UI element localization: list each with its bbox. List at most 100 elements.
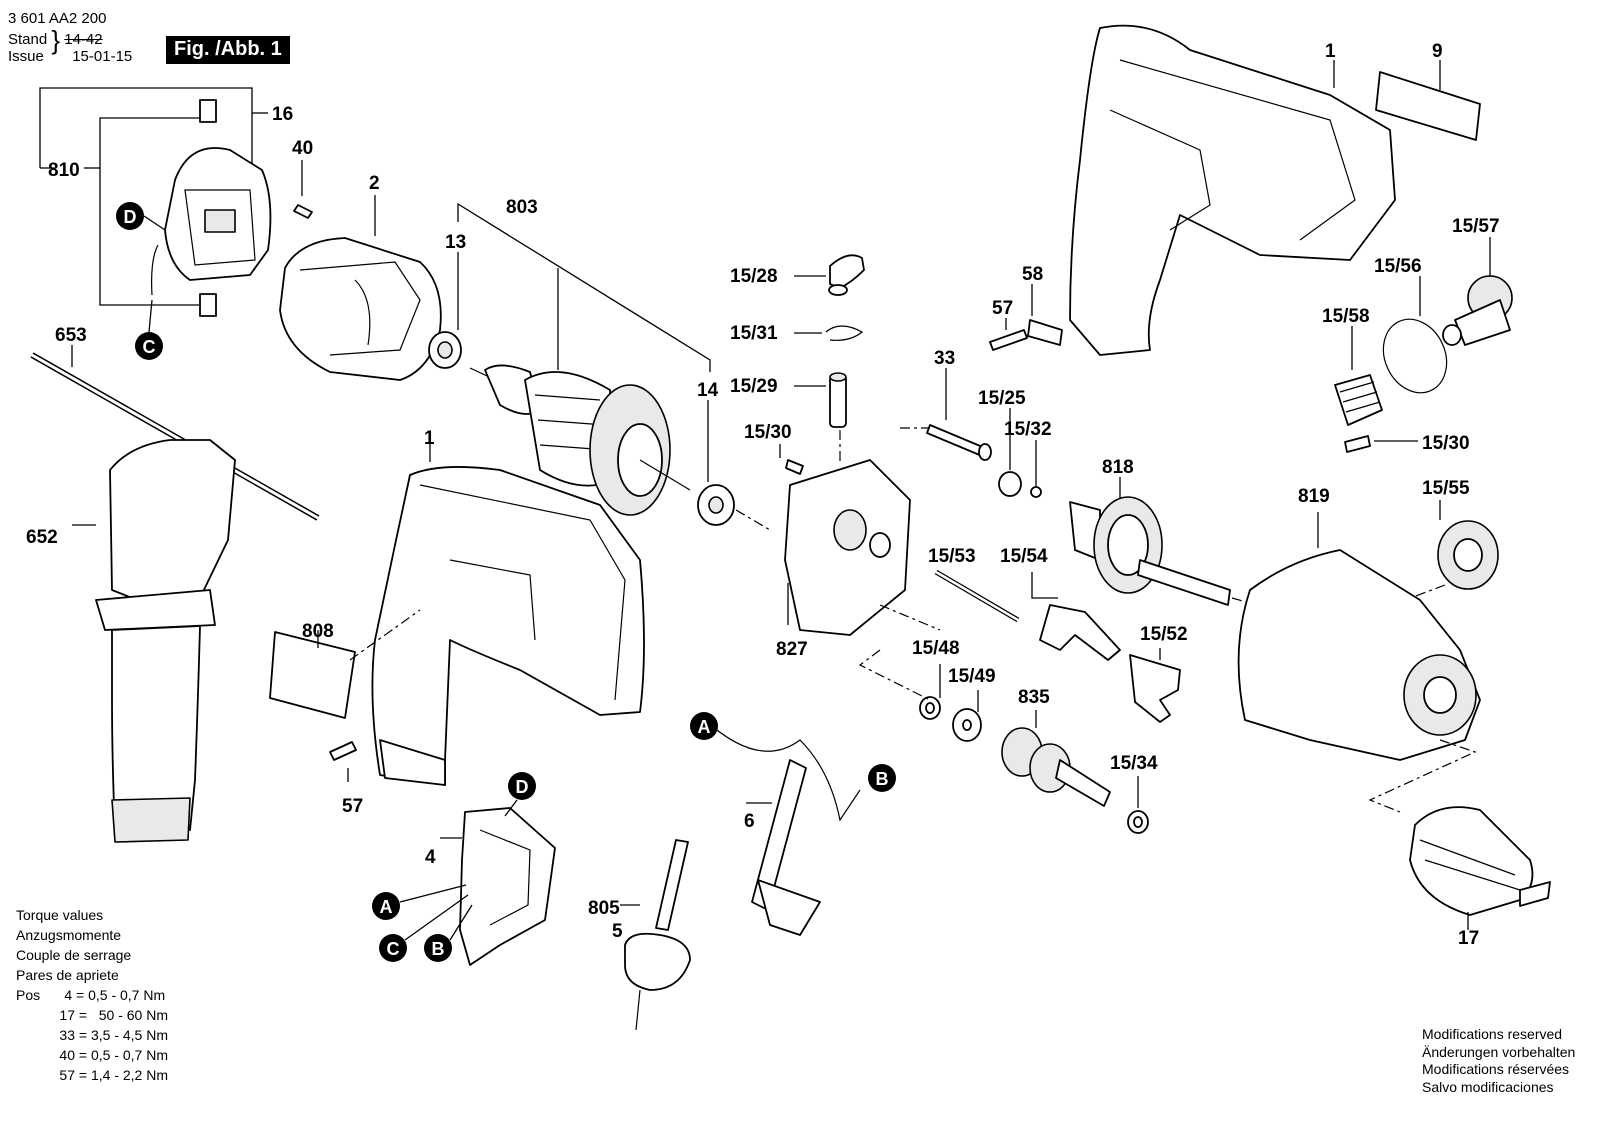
label-827: 827 [776,639,808,660]
screw-40 [293,160,313,219]
marker-c-switch-text: C [387,939,400,959]
marker-d-top: D [116,202,166,231]
screw-57-bottom [329,741,357,782]
label-808 [269,609,421,719]
label-15-29: 15/29 [730,376,778,397]
marker-c-top-text: C [143,337,156,357]
label-835: 835 [1018,687,1050,708]
o-ring-15-56 [1382,276,1448,394]
label-9: 9 [1432,41,1443,62]
bearing-13 [428,252,462,369]
label-653: 653 [55,325,87,346]
modifications-fr: Modifications réservées [1422,1061,1570,1077]
lever-58 [1027,284,1063,346]
label-9 [1375,60,1481,141]
cable-6 [704,719,861,936]
washer-15-49 [952,690,982,742]
issue-label: Issue [8,48,44,65]
label-2: 2 [369,173,380,194]
spindle-835 [1001,710,1111,807]
spring-15-52 [1129,648,1181,723]
bearing-15-55 [1404,500,1499,601]
label-5: 5 [612,921,623,942]
torque-value: 0,5 - 0,7 Nm [90,1047,168,1063]
label-17: 17 [1458,928,1479,949]
torque-pos: 40 [59,1047,75,1063]
label-15-58: 15/58 [1322,306,1370,327]
plate-15-54 [1031,572,1121,661]
label-15-32: 15/32 [1004,419,1052,440]
marker-b-cable: B [868,764,896,792]
modifications-de: Änderungen vorbehalten [1422,1043,1576,1060]
label-15-28: 15/28 [730,266,778,287]
torque-row: 17 = 50 - 60 Nm [16,1005,168,1025]
detent-parts [779,254,865,475]
pin-15-30-right [1344,435,1418,453]
marker-b-switch-text: B [432,939,445,959]
torque-line-de: Anzugsmomente [16,927,122,943]
housing-1-mid [371,433,645,786]
label-57-top: 57 [992,298,1013,319]
label-15-34: 15/34 [1110,753,1158,774]
ball-bearing-15-25 [998,408,1022,497]
figure-label: Fig. /Abb. 1 [166,36,290,64]
bracket-803 [457,202,711,372]
label-1-top: 1 [1325,41,1336,62]
part-number: 3 601 AA2 200 [8,10,107,27]
header: 3 601 AA2 200 Stand } 14-42 Issue 15-01-… [8,10,133,65]
torque-row: 33 = 3,5 - 4,5 Nm [16,1025,168,1045]
torque-value: 0,5 - 0,7 Nm [88,987,166,1003]
issue-value: 15-01-15 [72,48,133,65]
label-15-52: 15/52 [1140,624,1188,645]
torque-value: 3,5 - 4,5 Nm [90,1027,168,1043]
housing-1-top [1069,24,1396,356]
torque-value: 1,4 - 2,2 Nm [90,1067,168,1083]
marker-a-switch: A [372,884,467,920]
marker-a-switch-text: A [380,897,393,917]
torque-pos-label: Pos [16,987,41,1003]
modifications-notice: Modifications reserved Änderungen vorbeh… [1422,1026,1575,1096]
marker-a-cable: A [690,712,718,740]
label-40: 40 [292,138,313,159]
modifications-es: Salvo modificaciones [1422,1078,1554,1095]
gear-housing-827 [784,459,941,636]
label-819: 819 [1298,486,1330,507]
depth-rod-653 [30,345,320,521]
label-810: 810 [48,160,80,181]
gear-818 [1069,477,1251,606]
label-805: 805 [588,898,620,919]
armature-rotor [469,364,691,516]
gear-case-819 [1237,512,1481,813]
marker-c-top: C [135,299,163,360]
marker-d-top-text: D [124,207,137,227]
torque-row: 40 = 0,5 - 0,7 Nm [16,1045,168,1065]
modifications-en: Modifications reserved [1422,1026,1563,1042]
torque-pos: 57 [59,1067,75,1083]
label-15-54: 15/54 [1000,546,1048,567]
label-13: 13 [445,232,466,253]
torque-pos: 17 [59,1007,75,1023]
label-1-mid: 1 [424,428,435,449]
screw-33 [900,368,992,461]
torque-line-en: Torque values [16,907,104,923]
marker-a-cable-text: A [698,717,711,737]
spring-15-58 [1334,326,1383,426]
pin-15-53 [934,569,1020,623]
label-16: 16 [272,104,293,125]
label-803: 803 [506,197,538,218]
cord-5-805 [620,839,691,1031]
label-15-49: 15/49 [948,666,996,687]
label-15-57: 15/57 [1452,216,1500,237]
label-818: 818 [1102,457,1134,478]
torque-pos: 33 [59,1027,75,1043]
label-15-53: 15/53 [928,546,976,567]
marker-c-switch: C [379,894,469,962]
washer-15-48 [858,649,941,720]
marker-d-switch: D [504,772,536,817]
screw-57-top [989,318,1028,351]
label-652: 652 [26,527,58,548]
chuck-17 [1409,806,1551,930]
label-15-56: 15/56 [1374,256,1422,277]
